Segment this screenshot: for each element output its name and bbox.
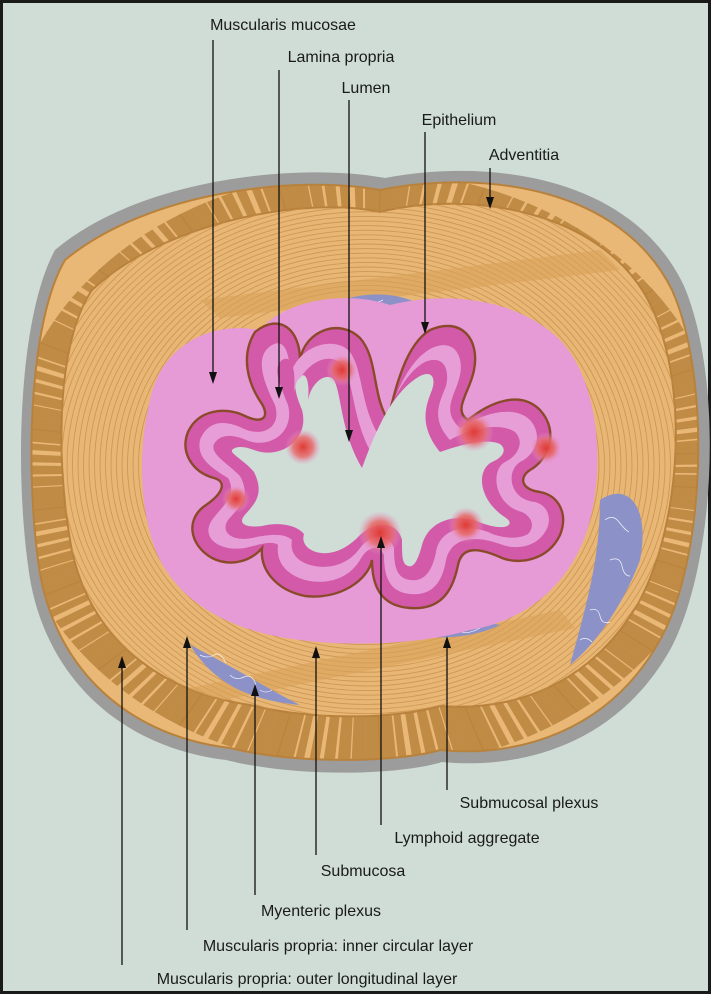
label-muscularis-mucosae: Muscularis mucosae	[210, 17, 356, 34]
label-submucosa: Submucosa	[321, 863, 406, 880]
label-submucosal-plexus: Submucosal plexus	[460, 795, 599, 812]
label-epithelium: Epithelium	[422, 112, 497, 129]
label-outer-longitudinal-layer: Muscularis propria: outer longitudinal l…	[157, 971, 458, 988]
label-lumen: Lumen	[342, 80, 391, 97]
label-myenteric-plexus: Myenteric plexus	[261, 903, 381, 920]
label-inner-circular-layer: Muscularis propria: inner circular layer	[203, 938, 474, 955]
label-lamina-propria: Lamina propria	[288, 49, 395, 66]
label-adventitia: Adventitia	[489, 147, 559, 164]
label-lymphoid-aggregate: Lymphoid aggregate	[394, 830, 539, 847]
